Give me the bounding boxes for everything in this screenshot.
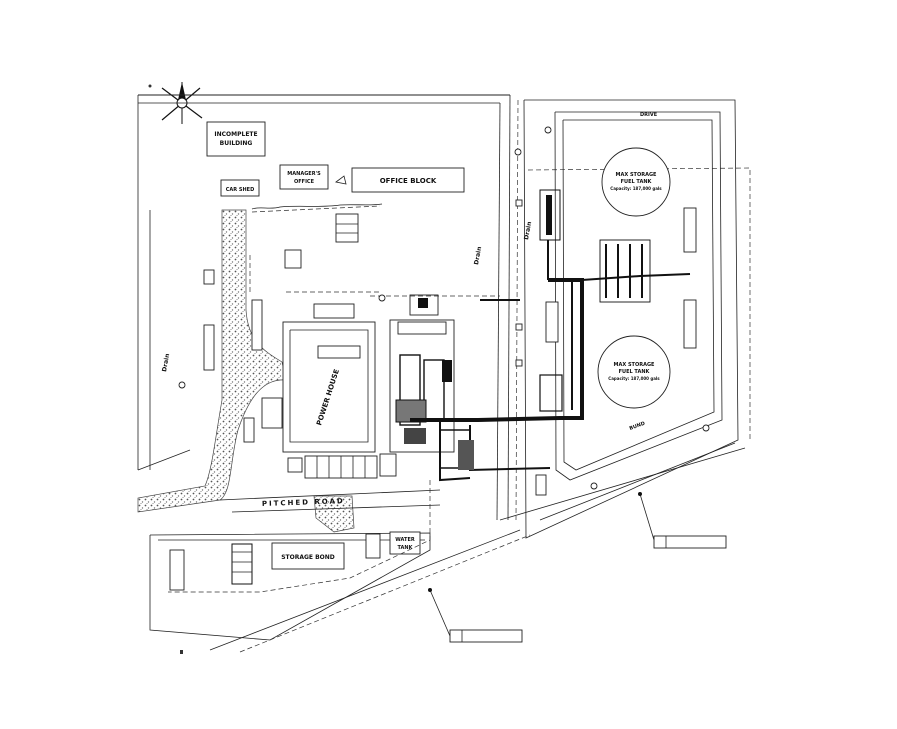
drain-left-label: Drain [161, 353, 171, 372]
walkway [251, 203, 383, 213]
tank-top-label-1: MAX STORAGE [616, 172, 658, 178]
tank-bund-labels: BUND DRIVE [629, 112, 658, 432]
legend-block-2 [639, 493, 727, 549]
fuel-pipeline [410, 240, 691, 482]
water-tank-label-2: TANK [398, 545, 414, 551]
storage-bond-label: STORAGE BOND [281, 554, 335, 561]
drive-label: DRIVE [640, 112, 658, 118]
managers-office-label-2: OFFICE [294, 179, 315, 185]
pitched-road: PITCHED ROAD [219, 489, 441, 513]
valve-manifold [539, 189, 651, 412]
drain-right-label: Drain [523, 221, 533, 240]
tank-compound-boundary [523, 99, 751, 539]
incomplete-building: INCOMPLETE BUILDING [206, 121, 266, 157]
tank-bottom-label-2: FUEL TANK [619, 369, 651, 375]
car-shed: CAR SHED [220, 179, 260, 197]
pitched-road-label: PITCHED ROAD [262, 497, 345, 508]
tank-side-structures [535, 207, 697, 496]
bund-label: BUND [629, 421, 646, 432]
fuel-storage-tank-bottom: MAX STORAGE FUEL TANK Capacity: 187,000 … [597, 335, 671, 409]
water-tank-label-1: WATER [395, 537, 415, 543]
power-house: POWER HOUSE [282, 321, 376, 453]
incomplete-building-label-2: BUILDING [220, 140, 253, 147]
drain-mid-label: Drain [473, 246, 483, 265]
managers-office-label-1: MANAGER'S [287, 171, 321, 177]
site-boundary [137, 94, 519, 521]
managers-office: MANAGER'S OFFICE [279, 164, 329, 190]
misc-structures [203, 213, 397, 477]
tank-top-label-3: Capacity: 187,000 gals [610, 186, 662, 191]
car-shed-label: CAR SHED [226, 187, 254, 193]
office-block-label: OFFICE BLOCK [380, 177, 437, 185]
generator-hall [389, 294, 455, 453]
tank-bottom-label-1: MAX STORAGE [614, 362, 656, 368]
storage-bond: STORAGE BOND [271, 542, 345, 570]
legend-block-1 [429, 589, 523, 643]
day-tanks-row [304, 455, 378, 479]
lower-compound-structures [168, 480, 431, 593]
tank-bottom-label-3: Capacity: 187,000 gals [608, 376, 660, 381]
fuel-storage-tank-top: MAX STORAGE FUEL TANK Capacity: 187,000 … [601, 147, 671, 217]
tank-top-label-2: FUEL TANK [621, 179, 653, 185]
gravel-road [137, 209, 355, 533]
incomplete-building-label-1: INCOMPLETE [214, 131, 257, 138]
site-markers [178, 126, 710, 654]
lower-compound-boundary [149, 447, 746, 653]
water-tank: WATER TANK [389, 531, 421, 555]
office-block: OFFICE BLOCK [335, 167, 465, 193]
drains: Drain Drain Drain [161, 221, 533, 372]
